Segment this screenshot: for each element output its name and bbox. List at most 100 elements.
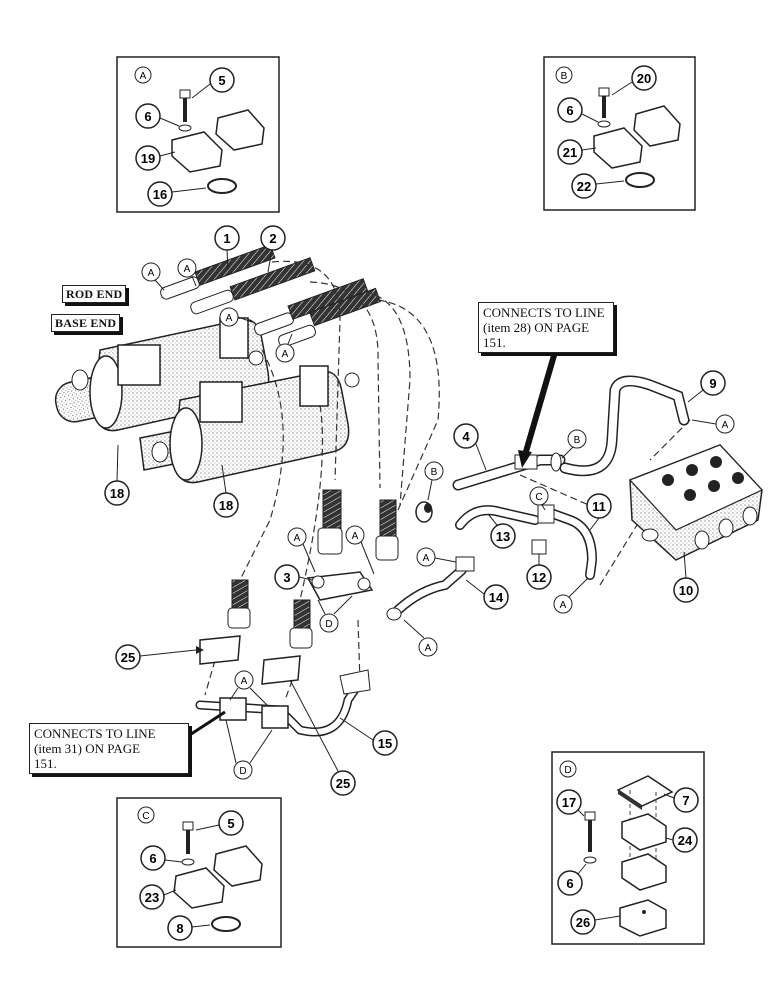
inset-c-item-8: 8 [176,921,183,936]
hose-dashed-runs [204,260,691,701]
svg-text:A: A [282,349,289,360]
hose-fittings-upper [160,244,381,348]
inset-d-item-26: 26 [576,915,590,930]
callout-1: 1 [214,225,240,271]
svg-text:2: 2 [269,231,276,246]
callout-25-bottom: 25 [289,679,356,796]
inset-d-box: D 7 17 24 6 26 [551,751,705,945]
inset-c-box: C 5 6 23 8 [116,797,282,948]
svg-text:B: B [431,467,438,478]
hose-lower-set [227,489,399,649]
line-13 [455,505,540,530]
letter-d-2: D [225,719,273,780]
inset-b-item-22: 22 [577,179,591,194]
svg-text:B: B [574,435,581,446]
svg-text:A: A [294,533,301,544]
control-valve-10 [628,444,764,561]
callout-4: 4 [453,423,487,471]
letter-d-1: D [317,595,353,633]
svg-text:18: 18 [219,498,233,513]
letter-a-4: A [275,333,295,363]
letter-c-1: C [529,486,549,511]
svg-text:A: A [560,600,567,611]
svg-text:10: 10 [679,583,693,598]
svg-text:C: C [535,492,542,503]
letter-a-6: A [345,525,375,575]
inset-a-item-6: 6 [144,109,151,124]
letter-a-2: A [177,258,197,287]
svg-text:A: A [425,643,432,654]
inset-b-letter: B [561,71,568,82]
letter-a-3: A [219,307,253,327]
line-11 [537,504,598,580]
callout-14: 14 [465,579,509,610]
inset-b-item-6: 6 [566,103,573,118]
inset-c-item-6: 6 [149,851,156,866]
line-15-manifold [195,669,371,737]
inset-d-item-24: 24 [678,833,693,848]
letter-a-10: A [553,577,589,614]
svg-text:4: 4 [462,429,470,444]
svg-text:A: A [722,420,729,431]
note-connects-line-28: CONNECTS TO LINE (item 28) ON PAGE 151. [478,302,614,353]
callout-12: 12 [526,554,552,590]
svg-text:A: A [423,553,430,564]
callout-11: 11 [586,493,612,531]
inset-a-box: A 5 6 19 16 [116,56,280,213]
svg-text:13: 13 [496,529,510,544]
svg-text:9: 9 [709,376,716,391]
svg-text:3: 3 [283,570,290,585]
inset-a-letter: A [140,71,147,82]
letter-a-1: A [141,262,165,291]
callout-9: 9 [687,370,726,403]
inset-b-item-21: 21 [563,145,577,160]
inset-b-box: B 20 6 21 22 [543,56,696,211]
inset-a-item-5: 5 [218,73,225,88]
letter-a-7: A [416,547,457,567]
letter-a-8: A [403,619,438,657]
callout-10: 10 [673,551,699,603]
note-connects-line-31: CONNECTS TO LINE (item 31) ON PAGE 151. [29,723,189,774]
svg-text:18: 18 [110,486,124,501]
inset-d-letter: D [564,765,571,776]
letter-b-1: B [561,429,587,459]
note-31-leader [184,710,226,740]
callout-18-left: 18 [104,444,130,506]
callout-18-right: 18 [213,464,239,518]
svg-text:15: 15 [378,736,392,751]
inset-c-item-23: 23 [145,890,159,905]
svg-text:25: 25 [121,650,135,665]
cylinder-upper [54,317,270,432]
svg-text:D: D [239,766,246,777]
letter-b-2: B [424,461,444,501]
fitting-12 [531,539,547,555]
clamp-fittings-25 [199,635,301,685]
svg-text:12: 12 [532,570,546,585]
svg-text:14: 14 [489,590,504,605]
line-14 [386,556,475,621]
inset-d-item-6: 6 [566,876,573,891]
inset-b-item-20: 20 [637,71,651,86]
base-end-label: BASE END [51,314,121,332]
inset-c-item-5: 5 [227,816,234,831]
callout-2: 2 [260,225,286,273]
rod-end-label: ROD END [62,285,127,303]
svg-text:A: A [352,531,359,542]
svg-text:1: 1 [223,231,230,246]
svg-text:A: A [184,264,191,275]
svg-text:D: D [325,619,332,630]
inset-c-letter: C [142,811,149,822]
inset-d-item-17: 17 [562,795,576,810]
letter-a-9: A [691,414,735,434]
svg-text:A: A [241,676,248,687]
callout-13: 13 [487,513,516,549]
inset-d-item-7: 7 [682,793,689,808]
fitting-3 [306,571,374,601]
letter-a-5: A [287,527,316,573]
svg-text:11: 11 [592,499,606,514]
svg-text:A: A [226,313,233,324]
line-4 [452,452,566,491]
note-28-leader [522,351,558,456]
callout-15: 15 [339,717,398,756]
